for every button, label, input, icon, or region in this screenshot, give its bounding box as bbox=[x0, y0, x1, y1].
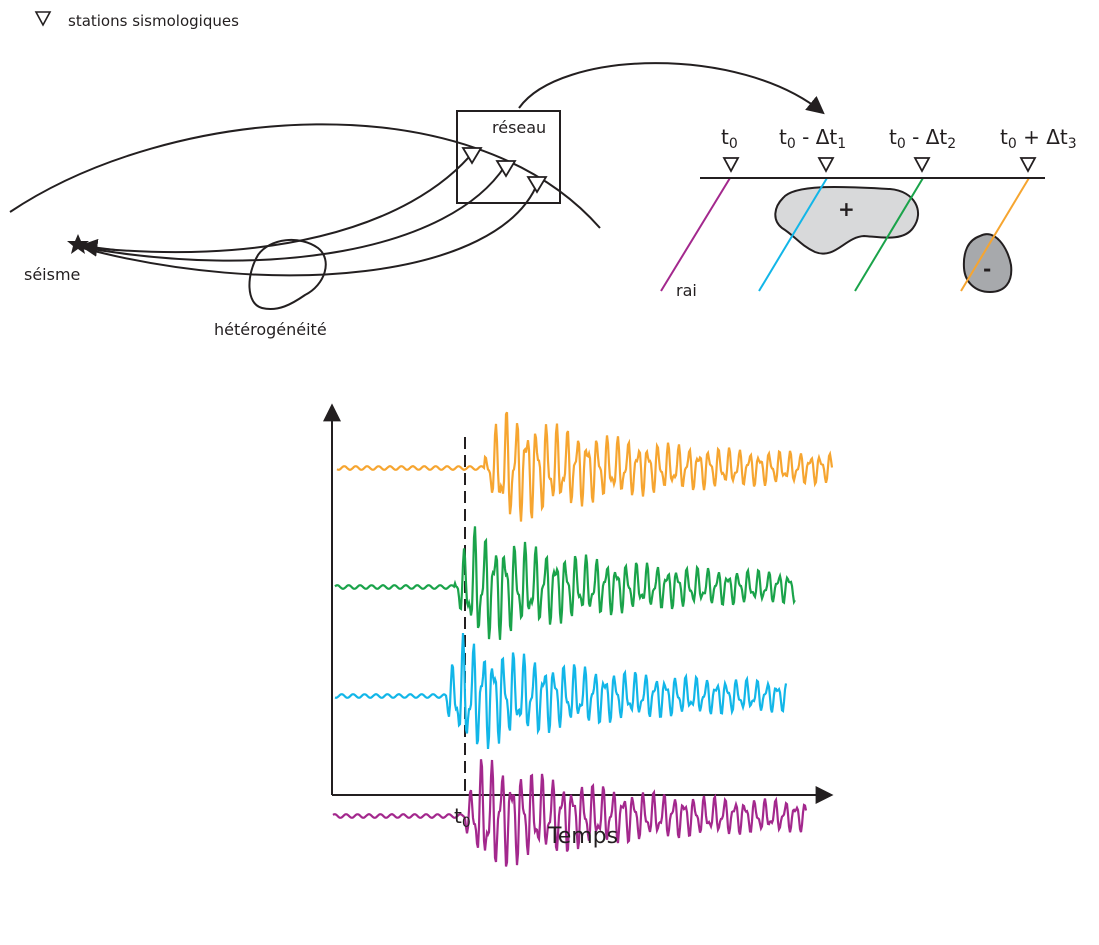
trace-purple bbox=[332, 759, 808, 867]
ray-orange bbox=[960, 177, 1030, 292]
ray-path-2 bbox=[74, 165, 506, 262]
seismogram-plot: t0 Temps bbox=[323, 403, 834, 867]
negative-anomaly bbox=[962, 233, 1013, 294]
station-icon-2 bbox=[495, 160, 517, 178]
network-box bbox=[456, 110, 561, 204]
negative-sign: - bbox=[983, 257, 991, 281]
positive-sign: + bbox=[838, 197, 855, 221]
ray-purple bbox=[660, 177, 731, 292]
zoom-station-icon-2 bbox=[817, 157, 835, 173]
station-time-0: t0 bbox=[721, 125, 738, 152]
ray-path-map: séisme hétérogénéité réseau bbox=[9, 62, 825, 339]
trace-cyan bbox=[334, 633, 788, 749]
legend-label: stations sismologiques bbox=[68, 12, 239, 30]
zoom-arrow bbox=[518, 62, 825, 115]
x-axis-tick-t0: t0 bbox=[454, 804, 471, 831]
zoom-station-icon-3 bbox=[913, 157, 931, 173]
legend: stations sismologiques bbox=[34, 11, 239, 30]
seisme-arrow bbox=[79, 238, 116, 257]
station-time-2: t0 - Δt2 bbox=[889, 125, 956, 152]
trace-orange bbox=[336, 411, 834, 522]
ray-cyan bbox=[758, 177, 828, 292]
station-triangle-icon bbox=[34, 11, 52, 27]
heterogeneity-label: hétérogénéité bbox=[214, 320, 327, 339]
seisme-star-icon bbox=[67, 234, 89, 254]
heterogeneity-blob bbox=[248, 238, 327, 310]
station-time-3: t0 + Δt3 bbox=[1000, 125, 1077, 152]
station-time-1: t0 - Δt1 bbox=[779, 125, 846, 152]
station-icon-3 bbox=[526, 176, 548, 194]
earth-surface-arc bbox=[9, 123, 601, 229]
zoomed-network: t0 t0 - Δt1 t0 - Δt2 t0 + Δt3 + - rai bbox=[660, 125, 1077, 300]
trace-green bbox=[334, 526, 796, 640]
zoom-station-icon-4 bbox=[1019, 157, 1037, 173]
ray-path-3 bbox=[74, 181, 539, 277]
ray-path-1 bbox=[74, 149, 476, 254]
ray-label: rai bbox=[676, 281, 697, 300]
seisme-label: séisme bbox=[24, 265, 80, 284]
network-label: réseau bbox=[492, 118, 546, 137]
zoom-station-icon-1 bbox=[722, 157, 740, 173]
station-icon-1 bbox=[461, 147, 483, 165]
ray-green bbox=[854, 177, 924, 292]
x-axis-label: Temps bbox=[547, 824, 618, 849]
